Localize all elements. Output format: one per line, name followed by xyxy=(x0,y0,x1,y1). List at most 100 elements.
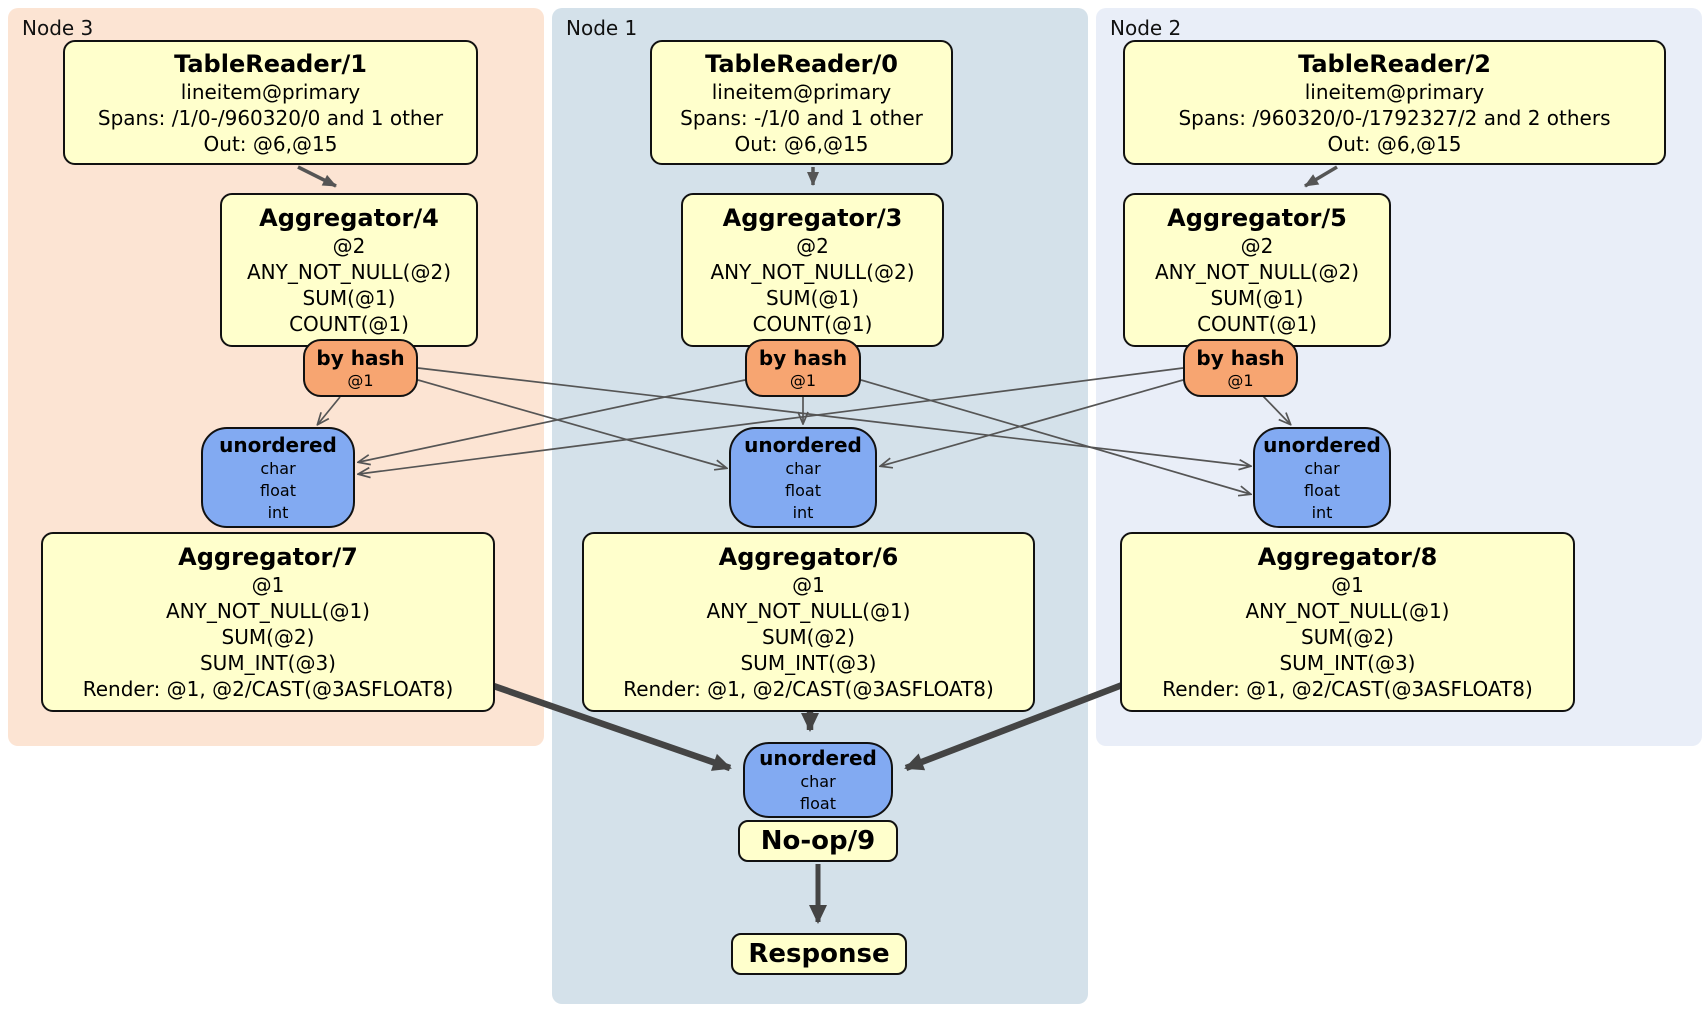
detail-line: SUM(@2) xyxy=(1301,625,1394,649)
detail-line: Spans: /1/0-/960320/0 and 1 other xyxy=(97,105,444,130)
sync-title: unordered xyxy=(219,432,337,457)
detail-line: @2 xyxy=(1240,234,1274,258)
edge-agg8-ufinal xyxy=(904,678,1132,772)
router-title: by hash xyxy=(758,345,848,370)
router-details: @1 xyxy=(1227,371,1253,391)
edge-hash1-u3 xyxy=(359,379,746,462)
detail-line: Out: @6,@15 xyxy=(1327,131,1462,156)
detail-line: int xyxy=(267,502,289,522)
processor-title: Aggregator/3 xyxy=(722,204,903,232)
detail-line: Render: @1, @2/CAST(@3ASFLOAT8) xyxy=(82,677,454,701)
node-panel-2-label: Node 2 xyxy=(1110,16,1182,40)
processor-title: TableReader/1 xyxy=(174,49,367,78)
detail-line: char xyxy=(1304,458,1340,478)
processor-title: Aggregator/7 xyxy=(178,543,358,571)
router-by-hash-3: by hash @1 xyxy=(303,339,418,397)
detail-line: ANY_NOT_NULL(@1) xyxy=(165,599,370,623)
processor-noop-9: No-op/9 xyxy=(738,820,898,862)
processor-title: TableReader/0 xyxy=(705,49,898,78)
detail-line: SUM(@2) xyxy=(762,625,855,649)
processor-response: Response xyxy=(731,933,907,975)
detail-line: @2 xyxy=(796,234,829,258)
detail-line: char xyxy=(785,458,821,478)
detail-line: SUM_INT(@3) xyxy=(740,651,877,675)
detail-line: SUM(@1) xyxy=(1210,286,1304,310)
detail-line: COUNT(@1) xyxy=(289,312,409,336)
router-title: by hash xyxy=(316,345,405,370)
detail-line: @2 xyxy=(332,234,366,258)
edge-agg7-ufinal xyxy=(480,678,732,772)
edge-hash2-u2 xyxy=(1261,394,1290,424)
edge-hash3-u2 xyxy=(417,367,1250,466)
detail-line: @1 xyxy=(1331,573,1364,597)
detail-line: int xyxy=(1311,502,1333,522)
processor-title: Aggregator/6 xyxy=(718,543,899,571)
detail-line: SUM(@1) xyxy=(302,286,396,310)
detail-line: SUM_INT(@3) xyxy=(1279,651,1416,675)
processor-title: Aggregator/5 xyxy=(1167,204,1347,232)
detail-line: ANY_NOT_NULL(@1) xyxy=(706,599,911,623)
edge-hash2-u3 xyxy=(359,367,1184,474)
edge-hash2-u1 xyxy=(881,379,1184,466)
detail-line: char xyxy=(260,458,296,478)
node-panel-3-label: Node 3 xyxy=(22,16,94,40)
edge-hash3-u1 xyxy=(417,379,726,468)
router-title: by hash xyxy=(1196,345,1285,370)
processor-title: No-op/9 xyxy=(760,826,876,856)
detail-line: Spans: /960320/0-/1792327/2 and 2 others xyxy=(1178,105,1611,130)
router-by-hash-1: by hash @1 xyxy=(745,339,861,397)
sync-title: unordered xyxy=(759,746,877,770)
detail-line: Spans: -/1/0 and 1 other xyxy=(680,105,923,130)
router-details: @1 xyxy=(347,371,373,391)
detail-line: lineitem@primary xyxy=(711,79,892,104)
detail-line: int xyxy=(792,502,814,522)
detail-line: float xyxy=(785,480,821,500)
detail-line: @1 xyxy=(251,573,285,597)
detail-line: ANY_NOT_NULL(@2) xyxy=(710,260,915,284)
detail-line: lineitem@primary xyxy=(180,79,361,104)
detail-line: float xyxy=(1304,480,1340,500)
detail-line: Render: @1, @2/CAST(@3ASFLOAT8) xyxy=(623,677,994,701)
detail-line: SUM(@1) xyxy=(766,286,859,310)
detail-line: @1 xyxy=(792,573,825,597)
edge-hash1-u2 xyxy=(860,379,1250,494)
detail-line: COUNT(@1) xyxy=(1197,312,1317,336)
processor-title: Response xyxy=(748,939,890,969)
detail-line: @1 xyxy=(1227,370,1254,390)
detail-line: Out: @6,@15 xyxy=(203,131,338,156)
sync-title: unordered xyxy=(1263,432,1381,457)
processor-title: TableReader/2 xyxy=(1298,49,1491,78)
detail-line: char xyxy=(800,772,836,791)
node-panel-1-label: Node 1 xyxy=(566,16,638,40)
detail-line: SUM_INT(@3) xyxy=(199,651,336,675)
detail-line: Render: @1, @2/CAST(@3ASFLOAT8) xyxy=(1162,677,1533,701)
processor-title: Aggregator/4 xyxy=(259,204,439,232)
edge-tr1-agg4 xyxy=(297,165,337,188)
detail-line: ANY_NOT_NULL(@2) xyxy=(1155,260,1359,284)
processor-title: Aggregator/8 xyxy=(1257,543,1438,571)
router-by-hash-2: by hash @1 xyxy=(1183,339,1298,397)
